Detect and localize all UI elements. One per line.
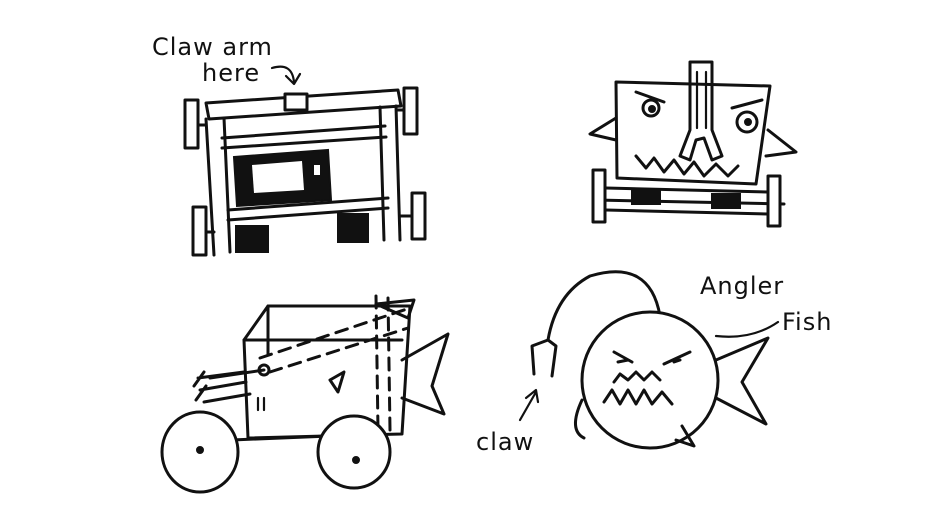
brow-right [730, 98, 764, 110]
side-hub-left [196, 446, 204, 454]
axles [196, 108, 414, 234]
fish-tail [714, 336, 770, 426]
side-chassis-bar [230, 434, 332, 442]
front-wheel-left [591, 168, 607, 224]
eye-left [641, 98, 661, 118]
side-wheel-right [316, 414, 392, 490]
side-body [242, 304, 412, 440]
wheel-front-left [183, 98, 200, 150]
claw-arm-dashed [258, 306, 412, 374]
teeth-front [634, 154, 740, 178]
motor-right [337, 213, 369, 243]
side-eye [328, 370, 346, 394]
side-hub-right [352, 456, 360, 464]
frame-rails [204, 104, 402, 257]
side-claw [192, 368, 266, 404]
eye-right [735, 110, 759, 134]
side-mark [256, 396, 266, 412]
brow-left [634, 90, 666, 104]
label-claw: claw [476, 428, 534, 456]
controller-screen [252, 161, 304, 193]
frame-crossbars [220, 124, 390, 222]
arrow-to-claw-mount [270, 65, 302, 86]
robot-side-view [160, 294, 450, 494]
claw-mount-block [283, 92, 309, 112]
front-motor-left [631, 189, 661, 205]
wheel-rear-left [191, 205, 208, 257]
robot-front-view [588, 60, 798, 228]
fish-eye-left [612, 350, 634, 364]
label-here: here [202, 59, 260, 87]
fin-bottom-left [574, 398, 586, 440]
fish-eye-right [662, 350, 692, 366]
base-axle [594, 186, 786, 216]
face-panel [614, 80, 772, 186]
fin-right [764, 128, 798, 158]
fin-bottom-right [674, 424, 696, 448]
mount-dashed [374, 294, 392, 432]
fin-left [588, 116, 618, 142]
fish-teeth-upper [612, 370, 662, 384]
robot-top-view: Claw arm here [152, 33, 427, 257]
front-wheel-right [766, 174, 782, 228]
arm-pivot [374, 298, 416, 320]
wheel-rear-right [410, 191, 427, 241]
label-claw-arm: Claw arm [152, 33, 273, 61]
side-body-edges [242, 304, 404, 356]
motor-left [235, 225, 269, 253]
fish-body [580, 310, 720, 450]
pointer-angler-fish [714, 320, 780, 338]
fish-teeth [602, 388, 674, 406]
frame-top-bar [204, 88, 403, 121]
claw-arm-front [678, 60, 724, 162]
arrow-to-claw [518, 388, 540, 422]
side-tail [400, 332, 450, 416]
pupil-left [648, 105, 656, 113]
label-angler: Angler [700, 272, 784, 300]
wheel-front-right [402, 86, 419, 136]
angler-fish-concept: Angler Fish claw [476, 270, 832, 456]
claw-arm-slot [695, 70, 708, 130]
lure-claw [530, 338, 558, 378]
pupil-right [744, 118, 752, 126]
label-fish: Fish [782, 308, 832, 336]
front-motor-right [711, 193, 741, 209]
controller-port [314, 165, 320, 175]
angler-lure-arm [546, 270, 662, 342]
